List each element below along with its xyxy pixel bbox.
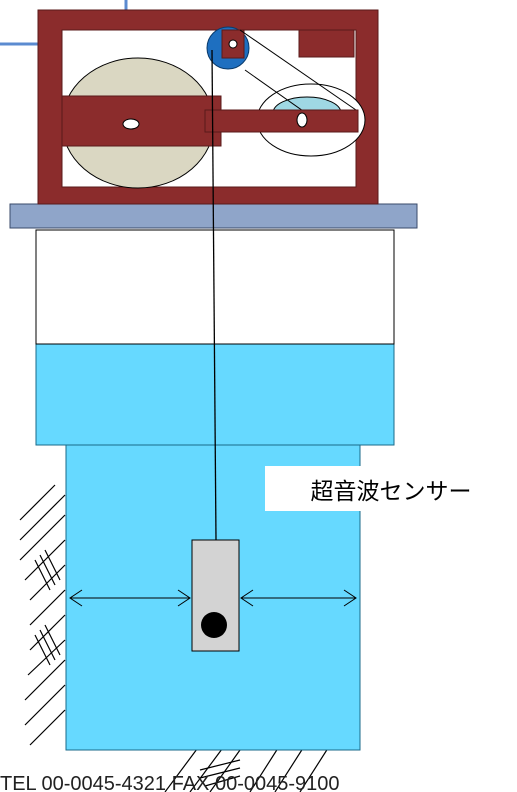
ground-hatch-bottom — [164, 744, 331, 792]
ground-hatch-left — [19, 484, 66, 746]
distance-arrow-right — [240, 589, 357, 607]
distance-arrow-left — [69, 589, 191, 607]
right-arm — [204, 109, 359, 133]
right-arm-hole — [296, 112, 308, 128]
sensor-weight-ball — [201, 612, 227, 638]
wire-upper — [239, 29, 357, 111]
pulley-axle — [228, 39, 238, 49]
footer-contact-text: TEL 00-0045-4321 FAX 00-0045-9100 — [0, 773, 340, 792]
left-arm-hole — [122, 118, 140, 130]
recorder-block — [298, 29, 355, 58]
suspension-wire — [211, 49, 217, 541]
casing-upper — [35, 229, 395, 345]
sensor-label: 超音波センサー — [265, 466, 517, 511]
left-arm — [61, 95, 222, 147]
sensor-label-text: 超音波センサー — [310, 478, 472, 505]
